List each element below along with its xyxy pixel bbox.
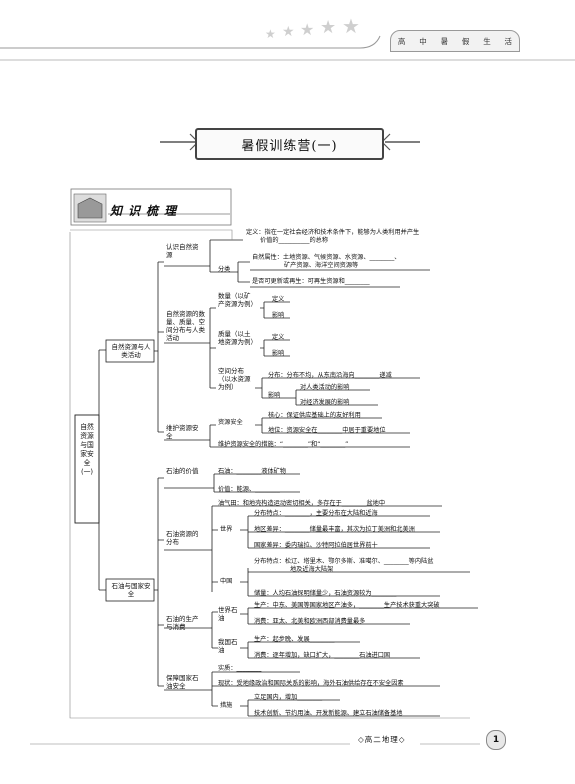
renewable-text: 是否可更新或再生：可再生资源和________ bbox=[252, 278, 370, 285]
worth-text: 价值：能源、________ bbox=[218, 486, 280, 493]
definition-label: 定义 bbox=[272, 296, 285, 303]
world-oil-node: 世界石油 bbox=[218, 606, 238, 622]
header-line bbox=[0, 35, 575, 61]
world-feature-text: 分布特点：________，主要分布在大陆和近海 bbox=[254, 510, 378, 517]
effect-label: 影响 bbox=[272, 312, 285, 319]
classify-label: 分类 bbox=[218, 266, 231, 273]
oil-distribution-node: 石油资源的分布 bbox=[166, 530, 199, 546]
measure2-text: 技术创新、节约用油、开发新能源、建立石油储备基地 bbox=[254, 710, 403, 717]
measures-text: 维护资源安全的措施：“________”和“________” bbox=[218, 441, 349, 448]
header-tab: 中 bbox=[419, 36, 427, 46]
safeguard-node: 保障国家石油安全 bbox=[166, 674, 199, 690]
header-tabs: 高 中 暑 假 生 活 bbox=[390, 30, 520, 52]
quality-node: 质量（以土地资源为例） bbox=[218, 330, 257, 346]
security-label: 资源安全 bbox=[218, 419, 243, 426]
effect-human-text: 对人类活动的影响 bbox=[300, 384, 350, 391]
measures-label: 措施 bbox=[220, 702, 233, 709]
china-label: 中国 bbox=[220, 578, 233, 585]
page-number: 1 bbox=[486, 730, 506, 750]
value-node: 石油的价值 bbox=[166, 467, 199, 475]
header-tab: 活 bbox=[504, 36, 513, 46]
china-oil-node: 我国石油 bbox=[218, 638, 238, 654]
recognize-node: 认识自然资源 bbox=[166, 243, 199, 259]
space-node: 空间分布（以水资源为例） bbox=[218, 367, 251, 391]
root-node: 自然资源与国家安全(一) bbox=[80, 423, 94, 476]
security-node: 维护资源安全 bbox=[166, 424, 199, 440]
definition-label: 定义 bbox=[272, 334, 285, 341]
natural-attr-text-2: 矿产资源、海洋空间资源等 bbox=[284, 262, 359, 269]
star-icon: ★ bbox=[320, 17, 337, 38]
china-feature-text-2: 地及近海大陆架 bbox=[290, 566, 334, 573]
formation-text: 油气田：和地壳构造运动密切相关，多存在于________盆地中 bbox=[218, 500, 386, 507]
section-heading-frame bbox=[70, 188, 232, 226]
natural-attr-text: 自然属性：土地资源、气候资源、水资源、________、 bbox=[252, 254, 401, 261]
star-icon: ★ bbox=[342, 14, 360, 38]
branch1-node: 自然资源与人类活动 bbox=[111, 343, 151, 359]
oil-text: 石油：________液体矿物 bbox=[218, 468, 287, 475]
core-text: 核心：保证供应基础上的友好利用 bbox=[268, 412, 361, 419]
production-node: 石油的生产与消费 bbox=[166, 615, 199, 631]
footer-subject: ◇高二地理◇ bbox=[358, 735, 406, 744]
china-feature-text: 分布特点：松辽、塔里木、鄂尔多斯、准噶尔、________等内陆盆 bbox=[254, 558, 434, 565]
measure1-text: 立足国内，增加________ bbox=[254, 694, 323, 701]
definition-text: 定义：指在一定社会经济和技术条件下，能够为人类利用并产生 bbox=[246, 229, 420, 236]
world-production-text: 生产：中东、美国等国家地区产油多，________生产技术获重大突破 bbox=[254, 602, 440, 609]
world-consumption-text: 消费：亚太、北美和欧洲西部消费量最多 bbox=[254, 618, 366, 625]
footer-line bbox=[30, 743, 480, 745]
star-icon: ★ bbox=[265, 27, 276, 41]
world-diff2-text: 国家差异：委内瑞拉、沙特阿拉伯居世界前十 bbox=[254, 542, 378, 549]
definition-text-2: 价值的__________的总称 bbox=[260, 237, 329, 244]
header-tab: 生 bbox=[483, 36, 491, 46]
page-title: 暑假训练营(一) bbox=[195, 128, 384, 160]
quantity-node: 数量（以矿产资源为例） bbox=[218, 292, 257, 308]
distribution-text: 分布：分布不均，从东南沿海向________递减 bbox=[268, 372, 392, 379]
section-heading: 知识梳理 bbox=[110, 203, 183, 218]
effect-label: 影响 bbox=[272, 350, 285, 357]
world-diff1-text: 地区差异：________储量最丰富，其次为拉丁美洲和北美洲 bbox=[254, 526, 415, 533]
star-icon: ★ bbox=[282, 24, 295, 40]
status-text: 地位：资源安全在________中居于重要地位 bbox=[268, 427, 386, 434]
china-production-text: 生产：起步晚、发展________ bbox=[254, 636, 335, 643]
header-tab: 假 bbox=[461, 36, 470, 46]
header-tab: 高 bbox=[397, 36, 406, 46]
effect-label: 影响 bbox=[268, 392, 281, 399]
status-quo-text: 现状：受地缘政治和国际关系的影响，海外石油供给存在不安全因素 bbox=[218, 680, 404, 687]
china-reserve-text: 储量：人均石油探明储量少，石油资源较为________ bbox=[254, 590, 397, 597]
effect-econ-text: 对经济发展的影响 bbox=[300, 399, 350, 406]
header-tab: 暑 bbox=[440, 36, 449, 46]
branch2-node: 石油与国家安全 bbox=[111, 582, 151, 598]
world-label: 世界 bbox=[220, 526, 233, 533]
china-consumption-text: 消费：逐年增加，缺口扩大，________石油进口国 bbox=[254, 652, 391, 659]
star-icon: ★ bbox=[300, 20, 315, 39]
distribution-node: 自然资源的数量、质量、空间分布与人类活动 bbox=[166, 310, 205, 342]
essence-text: 实质：________ bbox=[218, 665, 262, 672]
